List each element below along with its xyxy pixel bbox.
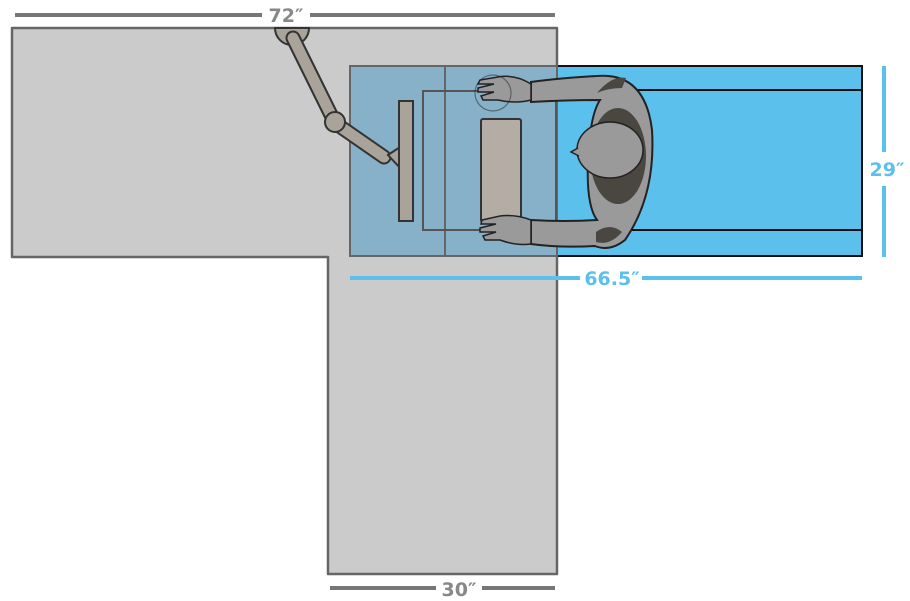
monitor-icon bbox=[398, 100, 414, 222]
dimension-top: 72″ bbox=[15, 5, 555, 27]
keyboard-icon bbox=[480, 118, 522, 223]
dimension-bottom: 30″ bbox=[330, 579, 555, 601]
person-icon bbox=[474, 74, 654, 249]
dimension-right-label: 29″ bbox=[870, 159, 905, 181]
monitor-arm-icon bbox=[273, 27, 404, 173]
dimension-blue-width-label: 66.5″ bbox=[584, 268, 640, 290]
dimension-top-label: 72″ bbox=[269, 5, 304, 27]
dimension-right: 29″ bbox=[870, 66, 905, 257]
dimension-bottom-label: 30″ bbox=[442, 579, 477, 601]
dimension-blue-width: 66.5″ bbox=[350, 268, 862, 290]
